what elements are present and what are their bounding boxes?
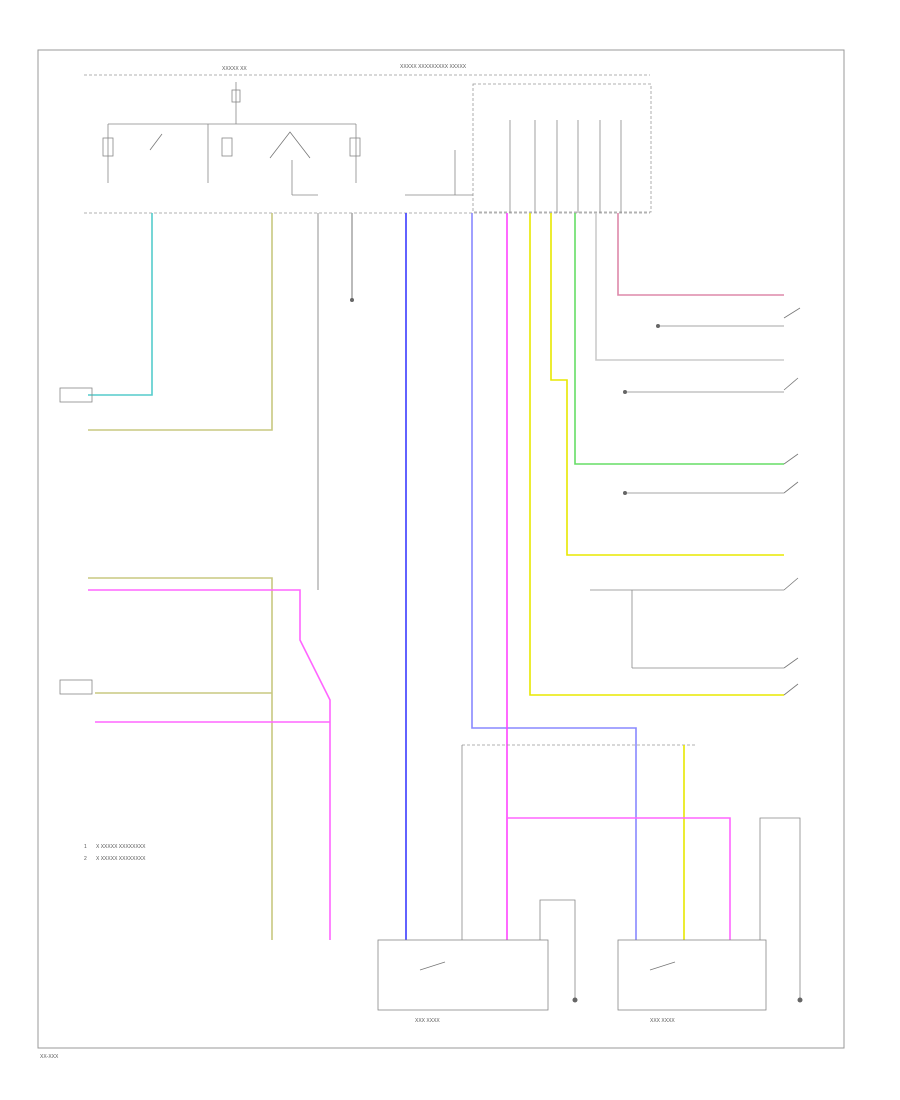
legend-text-1: X XXXXX XXXXXXXX: [96, 844, 146, 850]
right-switches: [590, 307, 801, 696]
passenger-switch-label: XXX XXXX: [650, 1018, 675, 1024]
wire-pink-top: [617, 213, 784, 296]
legend-code-1: 1: [84, 844, 87, 850]
legend: 1 X XXXXX XXXXXXXX 2 X XXXXX XXXXXXXX: [84, 844, 146, 862]
wire-olive-1: [88, 213, 273, 431]
passenger-lock-switch: [617, 939, 767, 1011]
control-module: [472, 83, 652, 213]
legend-code-2: 2: [84, 856, 87, 862]
wire-white-1: [595, 213, 784, 361]
top-fuse-label: XXXXX XX: [222, 66, 247, 72]
legend-text-2: X XXXXX XXXXXXXX: [96, 856, 146, 862]
wire-olive-2: [88, 577, 273, 940]
driver-lock-switch: [377, 939, 549, 1011]
wire-green: [574, 213, 784, 465]
driver-switch-label: XXX XXXX: [415, 1018, 440, 1024]
wire-teal: [88, 213, 153, 396]
footer-code: XX-XXX: [40, 1054, 59, 1060]
fuse-box: [102, 82, 361, 196]
wire-blue-passenger: [471, 213, 637, 940]
module-pins: [509, 120, 622, 213]
wire-yellow-main: [529, 213, 784, 696]
wire-yellow-2: [550, 213, 784, 556]
top-center-label: XXXXX XXXXXXXXX XXXXX: [400, 64, 467, 70]
wire-magenta-left: [88, 589, 331, 940]
diagram-frame: [37, 49, 845, 1049]
